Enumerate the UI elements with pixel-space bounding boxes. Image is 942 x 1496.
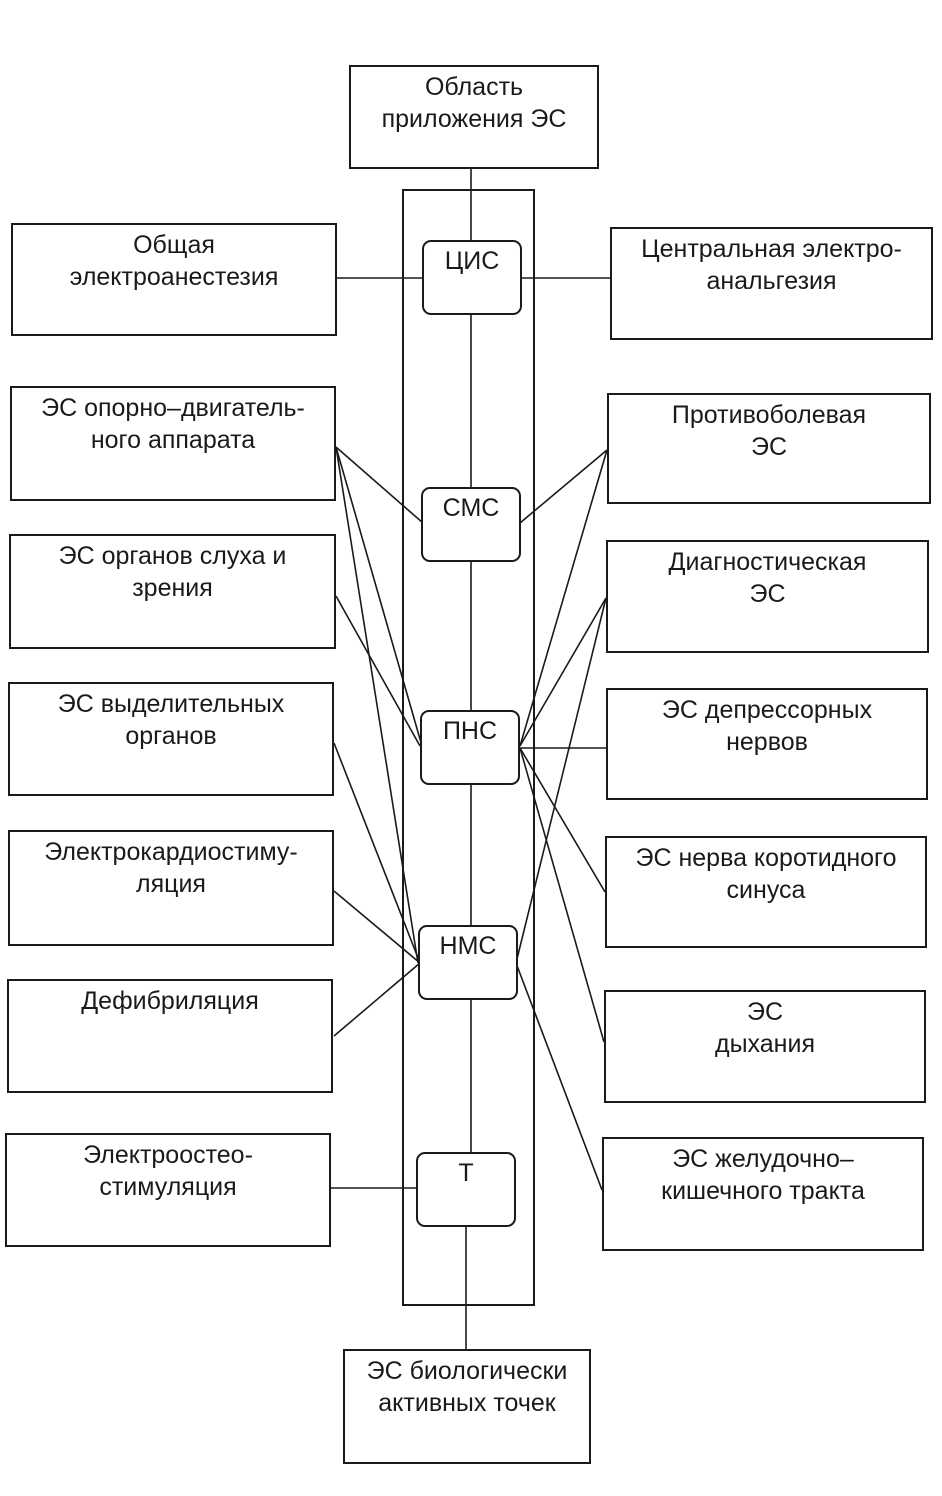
left-box-0-line-1: Общая (133, 231, 215, 259)
left-box-1: ЭС опорно–двигатель- ного аппарата (10, 386, 336, 501)
link-pns-right-5 (519, 747, 605, 1043)
left-box-0-line-2: электроанестезия (69, 263, 279, 291)
link-pns-right-2 (519, 597, 607, 747)
left-box-2-line-2: зрения (132, 574, 213, 602)
link-nms-right-2 (515, 597, 607, 964)
link-pns-right-1 (519, 449, 608, 747)
right-box-2-line-2: ЭС (749, 580, 786, 608)
left-box-5-line-1: Дефибриляция (81, 987, 259, 1015)
left-box-0: Общая электроанестезия (11, 223, 337, 336)
bottom-box-line-1: ЭС биологически (366, 1357, 568, 1385)
left-box-4: Электрокардиостиму- ляция (8, 830, 334, 946)
right-box-5: ЭС дыхания (604, 990, 926, 1103)
left-box-3: ЭС выделительных органов (8, 682, 334, 796)
right-box-4: ЭС нерва коротидного синуса (605, 836, 927, 948)
right-box-3-line-1: ЭС депрессорных (661, 696, 873, 724)
top-box-line-2: приложения ЭС (381, 105, 567, 133)
link-left-1-sms (335, 446, 424, 524)
node-cis: ЦИС (422, 240, 522, 315)
right-box-6: ЭС желудочно– кишечного тракта (602, 1137, 924, 1251)
right-box-4-line-2: синуса (726, 876, 806, 904)
right-box-5-line-2: дыхания (715, 1030, 815, 1058)
node-t: Т (416, 1152, 516, 1227)
left-box-3-line-2: органов (125, 722, 217, 750)
link-nms-right-6 (515, 962, 603, 1191)
right-box-6-line-2: кишечного тракта (661, 1177, 865, 1205)
left-box-5: Дефибриляция (7, 979, 333, 1093)
link-left-1-pns (335, 446, 423, 747)
link-left-3-nms (333, 742, 421, 964)
node-pns: ПНС (420, 710, 520, 785)
link-sms-right-1 (519, 449, 608, 524)
bottom-box: ЭС биологически активных точек (343, 1349, 591, 1464)
left-box-1-line-2: ного аппарата (90, 426, 256, 454)
left-box-2-line-1: ЭС органов слуха и (58, 542, 287, 570)
right-box-2-line-1: Диагностическая (668, 548, 867, 576)
left-box-2: ЭС органов слуха и зрения (9, 534, 336, 649)
right-box-1: Противоболевая ЭС (607, 393, 931, 504)
right-box-1-line-2: ЭС (750, 433, 788, 461)
link-left-1-nms (335, 446, 419, 964)
bottom-box-line-2: активных точек (378, 1389, 556, 1417)
link-left-4-nms (333, 890, 421, 964)
node-nms: НМС (418, 925, 518, 1000)
link-left-2-pns (335, 595, 421, 747)
right-box-3: ЭС депрессорных нервов (606, 688, 928, 800)
left-box-6-line-1: Электроостео- (83, 1141, 253, 1169)
left-box-4-line-1: Электрокардиостиму- (44, 838, 298, 866)
right-box-5-line-1: ЭС (746, 998, 784, 1026)
left-box-6-line-2: стимуляция (99, 1173, 237, 1201)
right-box-3-line-2: нервов (726, 728, 808, 756)
top-box: Область приложения ЭС (349, 65, 599, 169)
left-box-4-line-2: ляция (136, 870, 206, 898)
right-box-0: Центральная электро- анальгезия (610, 227, 933, 340)
link-left-5-nms (333, 962, 421, 1037)
right-box-4-line-1: ЭС нерва коротидного (635, 844, 897, 872)
right-box-6-line-1: ЭС желудочно– (672, 1145, 854, 1173)
left-box-3-line-1: ЭС выделительных (57, 690, 285, 718)
link-pns-right-4 (519, 747, 606, 893)
left-box-1-line-1: ЭС опорно–двигатель- (41, 394, 305, 422)
right-box-0-line-2: анальгезия (706, 267, 837, 295)
left-box-6: Электроостео- стимуляция (5, 1133, 331, 1247)
right-box-0-line-1: Центральная электро- (641, 235, 902, 263)
right-box-1-line-1: Противоболевая (671, 401, 867, 429)
right-box-2: Диагностическая ЭС (606, 540, 929, 653)
node-sms: СМС (421, 487, 521, 562)
top-box-line-1: Область (424, 73, 524, 101)
